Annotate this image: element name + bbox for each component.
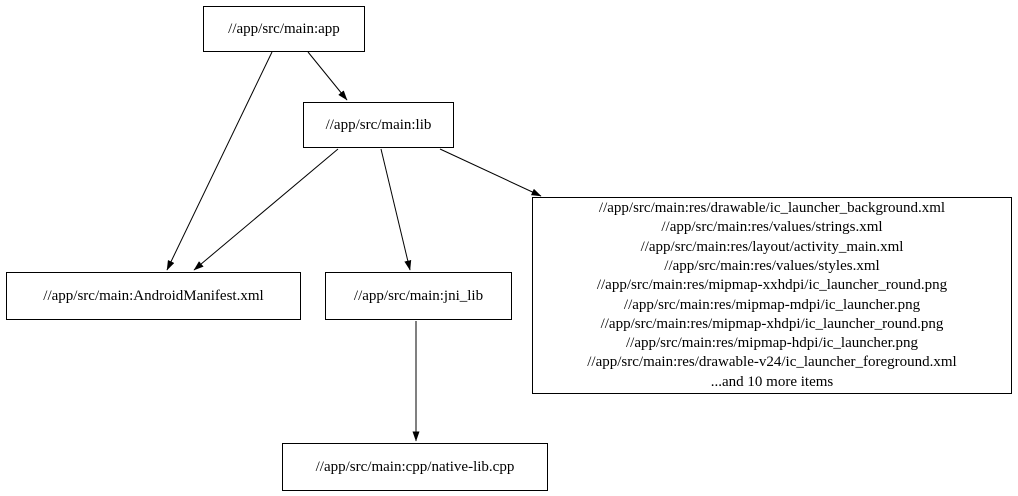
node-app-label: //app/src/main:app — [228, 20, 340, 37]
node-res-group: //app/src/main:res/drawable/ic_launcher_… — [532, 197, 1012, 394]
res-line: //app/src/main:res/values/strings.xml — [661, 219, 883, 236]
edge-lib-to-res-group — [439, 148, 542, 197]
node-jni-lib-label: //app/src/main:jni_lib — [353, 287, 484, 304]
node-lib-label: //app/src/main:lib — [325, 116, 432, 133]
node-android-manifest-label: //app/src/main:AndroidManifest.xml — [43, 287, 264, 304]
node-jni-lib: //app/src/main:jni_lib — [325, 272, 512, 320]
res-line: //app/src/main:res/drawable/ic_launcher_… — [598, 200, 946, 217]
node-native-lib-cpp: //app/src/main:cpp/native-lib.cpp — [282, 443, 548, 491]
res-line: //app/src/main:res/mipmap-xhdpi/ic_launc… — [600, 315, 944, 332]
edge-app-to-lib — [307, 51, 348, 101]
res-line: //app/src/main:res/drawable-v24/ic_launc… — [587, 354, 957, 371]
node-lib: //app/src/main:lib — [303, 102, 454, 148]
node-native-lib-cpp-label: //app/src/main:cpp/native-lib.cpp — [315, 458, 515, 475]
edge-lib-to-manifest — [193, 148, 339, 271]
res-line: //app/src/main:res/layout/activity_main.… — [640, 238, 904, 255]
edge-app-to-manifest — [166, 51, 273, 271]
res-line: //app/src/main:res/values/styles.xml — [664, 257, 880, 274]
node-app: //app/src/main:app — [203, 6, 365, 52]
res-line: //app/src/main:res/mipmap-mdpi/ic_launch… — [623, 296, 921, 313]
node-android-manifest: //app/src/main:AndroidManifest.xml — [6, 272, 301, 320]
res-line: //app/src/main:res/mipmap-xxhdpi/ic_laun… — [596, 277, 948, 294]
res-line: //app/src/main:res/mipmap-hdpi/ic_launch… — [625, 335, 918, 352]
res-line-more: ...and 10 more items — [710, 373, 834, 390]
edge-lib-to-jni-lib — [380, 148, 412, 271]
